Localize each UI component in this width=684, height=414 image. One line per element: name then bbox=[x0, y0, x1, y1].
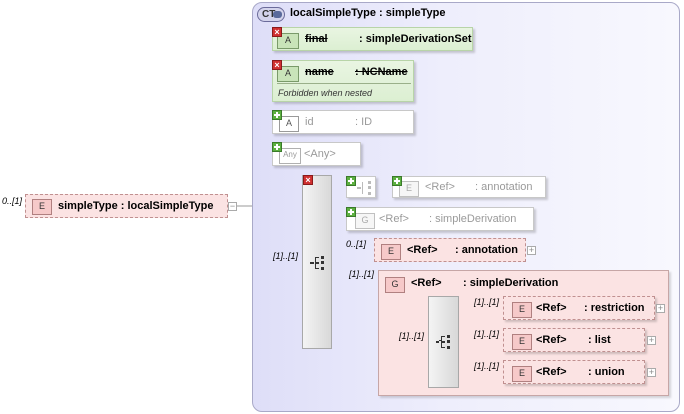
choice-occurs: [1]..[1] bbox=[399, 331, 425, 341]
complex-type-badge-label: CT bbox=[262, 9, 276, 20]
element-occurs: [1]..[1] bbox=[474, 329, 500, 339]
element-type: : restriction bbox=[584, 302, 645, 314]
attribute-final[interactable]: A final : simpleDerivationSet bbox=[272, 27, 473, 51]
optional-icon bbox=[392, 176, 402, 186]
attribute-type: : simpleDerivationSet bbox=[359, 33, 472, 45]
group-occurs: [1]..[1] bbox=[349, 269, 375, 279]
element-badge: E bbox=[512, 302, 532, 318]
any-badge: Any bbox=[279, 148, 301, 164]
forbidden-icon: × bbox=[272, 27, 282, 37]
attribute-name-node[interactable]: A name : NCName Forbidden when nested bbox=[272, 60, 414, 102]
collapse-icon[interactable]: − bbox=[228, 201, 237, 211]
element-occurs: [1]..[1] bbox=[474, 361, 500, 371]
attribute-badge: A bbox=[277, 33, 299, 49]
attribute-any[interactable]: Any <Any> bbox=[272, 142, 361, 166]
element-badge: E bbox=[381, 244, 401, 260]
sequence-icon bbox=[357, 181, 371, 195]
attribute-type: : NCName bbox=[355, 66, 408, 78]
complex-type-badge: CT bbox=[257, 7, 285, 22]
element-badge: E bbox=[512, 366, 532, 382]
attribute-type: : ID bbox=[355, 116, 373, 128]
element-annotation[interactable]: E <Ref> : annotation bbox=[374, 238, 526, 262]
group-badge: G bbox=[385, 277, 405, 293]
group-type: : simpleDerivation bbox=[463, 277, 559, 289]
expand-icon[interactable]: + bbox=[647, 367, 656, 377]
element-ref: <Ref> bbox=[407, 244, 438, 256]
element-type: : annotation bbox=[475, 181, 533, 193]
element-annotation-optional[interactable]: E <Ref> : annotation bbox=[392, 176, 546, 198]
complex-type-title: localSimpleType : simpleType bbox=[290, 7, 446, 19]
attribute-name: final bbox=[305, 33, 328, 45]
forbidden-icon: × bbox=[272, 60, 282, 70]
sequence-occurs: [1]..[1] bbox=[273, 251, 299, 261]
root-element-simpletype[interactable]: E simpleType : localSimpleType bbox=[25, 194, 228, 218]
choice-icon bbox=[436, 335, 450, 349]
element-ref: <Ref> bbox=[536, 302, 567, 314]
element-ref: <Ref> bbox=[425, 181, 455, 193]
element-occurs: [1]..[1] bbox=[474, 297, 500, 307]
attribute-badge: A bbox=[277, 66, 299, 82]
element-badge: E bbox=[32, 199, 52, 215]
element-type: : union bbox=[588, 366, 625, 378]
toggle-icon bbox=[273, 11, 282, 18]
group-badge: G bbox=[355, 213, 375, 229]
group-ref: <Ref> bbox=[411, 277, 442, 289]
attribute-id[interactable]: A id : ID bbox=[272, 110, 414, 134]
optional-icon bbox=[272, 110, 282, 120]
optional-icon bbox=[272, 142, 282, 152]
group-type: : simpleDerivation bbox=[429, 213, 517, 225]
group-ref: <Ref> bbox=[379, 213, 409, 225]
element-list[interactable]: E <Ref> : list bbox=[503, 328, 645, 352]
attribute-name: id bbox=[305, 116, 314, 128]
attribute-note: Forbidden when nested bbox=[278, 88, 373, 98]
expand-icon[interactable]: + bbox=[527, 245, 536, 255]
element-ref: <Ref> bbox=[536, 334, 567, 346]
choice-compositor[interactable] bbox=[428, 296, 459, 388]
group-simplederivation-optional[interactable]: G <Ref> : simpleDerivation bbox=[346, 207, 534, 231]
element-type: : list bbox=[588, 334, 611, 346]
divider bbox=[277, 83, 411, 84]
optional-icon bbox=[346, 207, 356, 217]
element-occurs: 0..[1] bbox=[346, 239, 367, 249]
element-type: : annotation bbox=[455, 244, 518, 256]
element-union[interactable]: E <Ref> : union bbox=[503, 360, 645, 384]
sequence-compositor[interactable] bbox=[302, 175, 332, 349]
expand-icon[interactable]: + bbox=[656, 303, 665, 313]
optional-icon bbox=[346, 176, 356, 186]
expand-icon[interactable]: + bbox=[647, 335, 656, 345]
element-badge: E bbox=[399, 181, 419, 197]
root-element-label: simpleType : localSimpleType bbox=[58, 200, 214, 212]
forbidden-icon: × bbox=[303, 175, 313, 185]
root-occurs: 0..[1] bbox=[2, 196, 23, 206]
attribute-any-label: <Any> bbox=[304, 148, 336, 160]
attribute-badge: A bbox=[279, 116, 299, 132]
attribute-name: name bbox=[305, 66, 334, 78]
sequence-icon bbox=[310, 256, 324, 270]
element-ref: <Ref> bbox=[536, 366, 567, 378]
element-badge: E bbox=[512, 334, 532, 350]
element-restriction[interactable]: E <Ref> : restriction bbox=[503, 296, 655, 320]
